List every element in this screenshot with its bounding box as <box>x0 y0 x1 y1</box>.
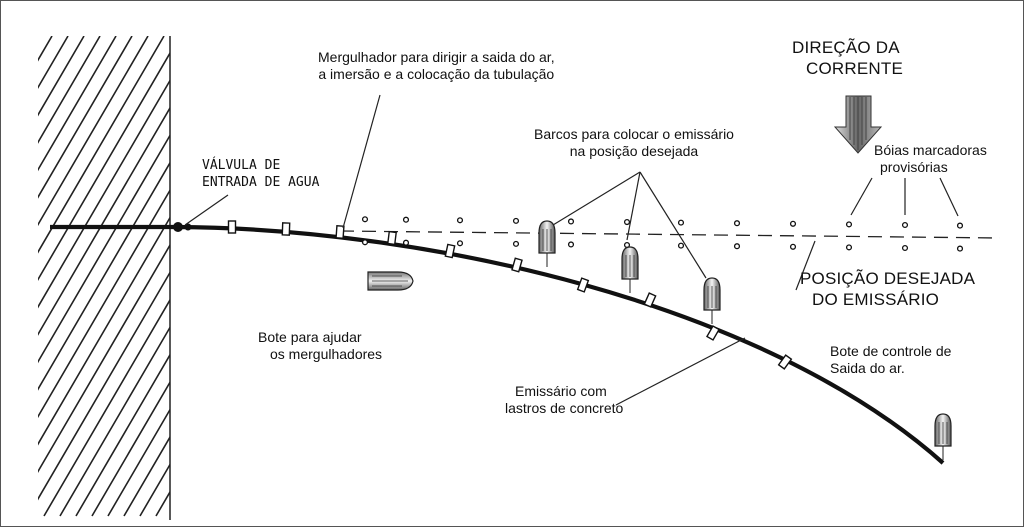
placement-boat-icon <box>538 220 556 267</box>
buoy-icon <box>623 218 631 226</box>
hatch-line <box>444 36 724 516</box>
placement-boats-label: Barcos para colocar o emissário na posiç… <box>534 126 734 159</box>
concrete-weight <box>643 292 657 308</box>
buoy-icon <box>901 221 909 229</box>
valve-icon <box>173 222 183 232</box>
hatch-line <box>38 216 170 446</box>
hatch-line <box>38 36 101 144</box>
hatch-line <box>91 380 170 517</box>
buoys-label: Bóias marcadoras provisórias <box>874 142 987 175</box>
buoy-icon <box>456 217 464 224</box>
outfall-label: Emissário com lastros de concreto <box>505 383 624 416</box>
buoy-icon <box>845 221 853 228</box>
hatch-line <box>380 36 660 516</box>
buoy-icon <box>361 216 369 223</box>
hatch-line <box>107 408 170 517</box>
buoy-icon <box>956 245 964 252</box>
buoy-icon <box>567 241 575 248</box>
hatch-line <box>188 36 468 516</box>
concrete-weight <box>281 222 291 236</box>
buoy-icon <box>456 240 464 247</box>
concrete-weight <box>227 220 237 234</box>
buoy-icon <box>402 216 410 223</box>
current-arrow-icon <box>833 95 883 154</box>
concrete-weight <box>576 277 590 293</box>
hatch-line <box>75 353 170 517</box>
hatch-line <box>220 36 500 516</box>
hatch-line <box>38 133 170 364</box>
current-direction-label: DIREÇÃO DA CORRENTE <box>792 38 903 78</box>
control-boat-icon <box>934 413 952 460</box>
hatch-line <box>38 36 53 62</box>
hatch-line <box>38 36 149 227</box>
hatch-line <box>43 298 170 517</box>
buoy-icon <box>677 242 685 249</box>
concrete-weight <box>777 354 793 370</box>
outfall-pipe <box>50 224 945 465</box>
buoy-icon <box>361 239 369 246</box>
placement-boat-icon <box>621 246 639 293</box>
diver-label: Mergulhador para dirigir a saida do ar, … <box>318 49 555 82</box>
hatch-line <box>0 36 20 516</box>
hatch-line <box>204 36 484 516</box>
hatch-line <box>38 36 117 172</box>
buoy-icon <box>733 220 741 227</box>
buoy-icon <box>512 217 520 224</box>
buoy-icon <box>512 240 520 247</box>
hatch-line <box>0 36 4 516</box>
placement-boats <box>538 220 952 460</box>
buoy-icon <box>789 220 797 227</box>
hatch-line <box>524 36 804 516</box>
concrete-weight <box>511 257 523 273</box>
hatch-line <box>300 36 580 516</box>
dinghy-label: Bote para ajudar os mergulhadores <box>258 329 383 362</box>
hatch-line <box>38 188 170 419</box>
hatch-line <box>38 51 170 282</box>
hatch-line <box>428 36 708 516</box>
buoy-icon <box>402 239 410 246</box>
shore-hatching <box>0 36 804 517</box>
hatch-line <box>38 161 170 391</box>
hatch-line <box>476 36 756 516</box>
placement-boat-icon <box>703 277 721 324</box>
hatch-line <box>38 36 165 254</box>
desired-position-line <box>339 230 1001 239</box>
buoy-icon <box>845 244 853 251</box>
concrete-weight <box>387 230 397 246</box>
buoy-icon <box>567 218 575 225</box>
marker-buoys <box>361 216 964 252</box>
hatch-line <box>38 106 170 336</box>
valve-label: VÁLVULA DE ENTRADA DE AGUA <box>202 158 320 190</box>
concrete-weight <box>335 225 345 239</box>
buoy-icon <box>956 222 964 229</box>
hatch-line <box>284 36 564 516</box>
leader-lines <box>184 94 959 406</box>
hatch-line <box>38 36 133 199</box>
hatch-line <box>38 78 170 309</box>
buoy-icon <box>789 243 797 250</box>
hatch-line <box>123 435 170 517</box>
buoy-icon <box>733 243 741 250</box>
desired-position-label: POSIÇÃO DESEJADA DO EMISSÁRIO <box>800 269 976 309</box>
buoy-icon <box>677 219 685 226</box>
hatch-line <box>0 36 36 516</box>
concrete-weight <box>444 243 456 259</box>
concrete-weight <box>706 325 720 341</box>
hatch-line <box>38 270 170 501</box>
control-boat-label: Bote de controle de Saida do ar. <box>830 343 952 376</box>
buoy-icon <box>901 244 909 252</box>
hatch-line <box>59 325 170 517</box>
hatch-line <box>460 36 740 516</box>
hatch-line <box>38 243 170 474</box>
concrete-weights <box>227 220 793 370</box>
